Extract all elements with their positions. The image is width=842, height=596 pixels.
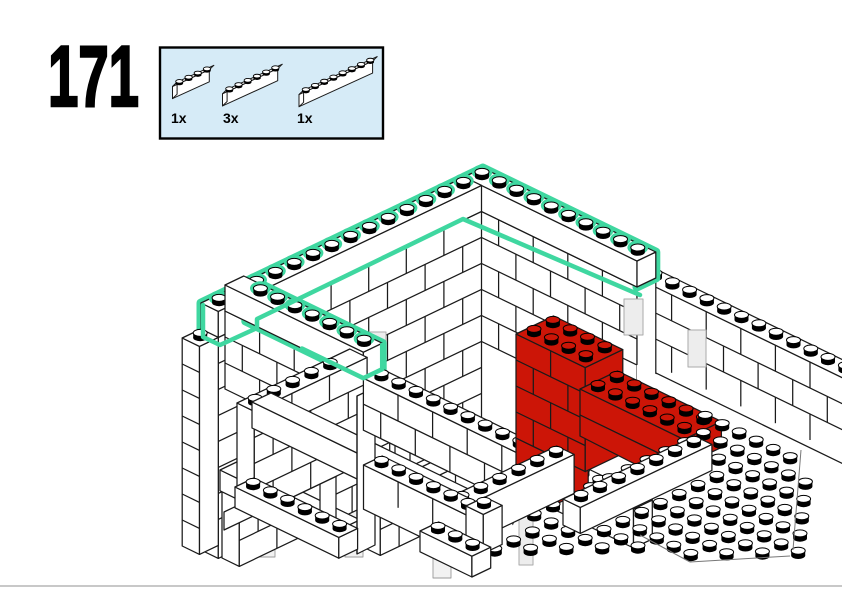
svg-text:1x: 1x: [171, 110, 187, 126]
svg-text:3x: 3x: [223, 110, 239, 126]
svg-text:171: 171: [48, 29, 139, 125]
svg-text:1x: 1x: [297, 110, 313, 126]
